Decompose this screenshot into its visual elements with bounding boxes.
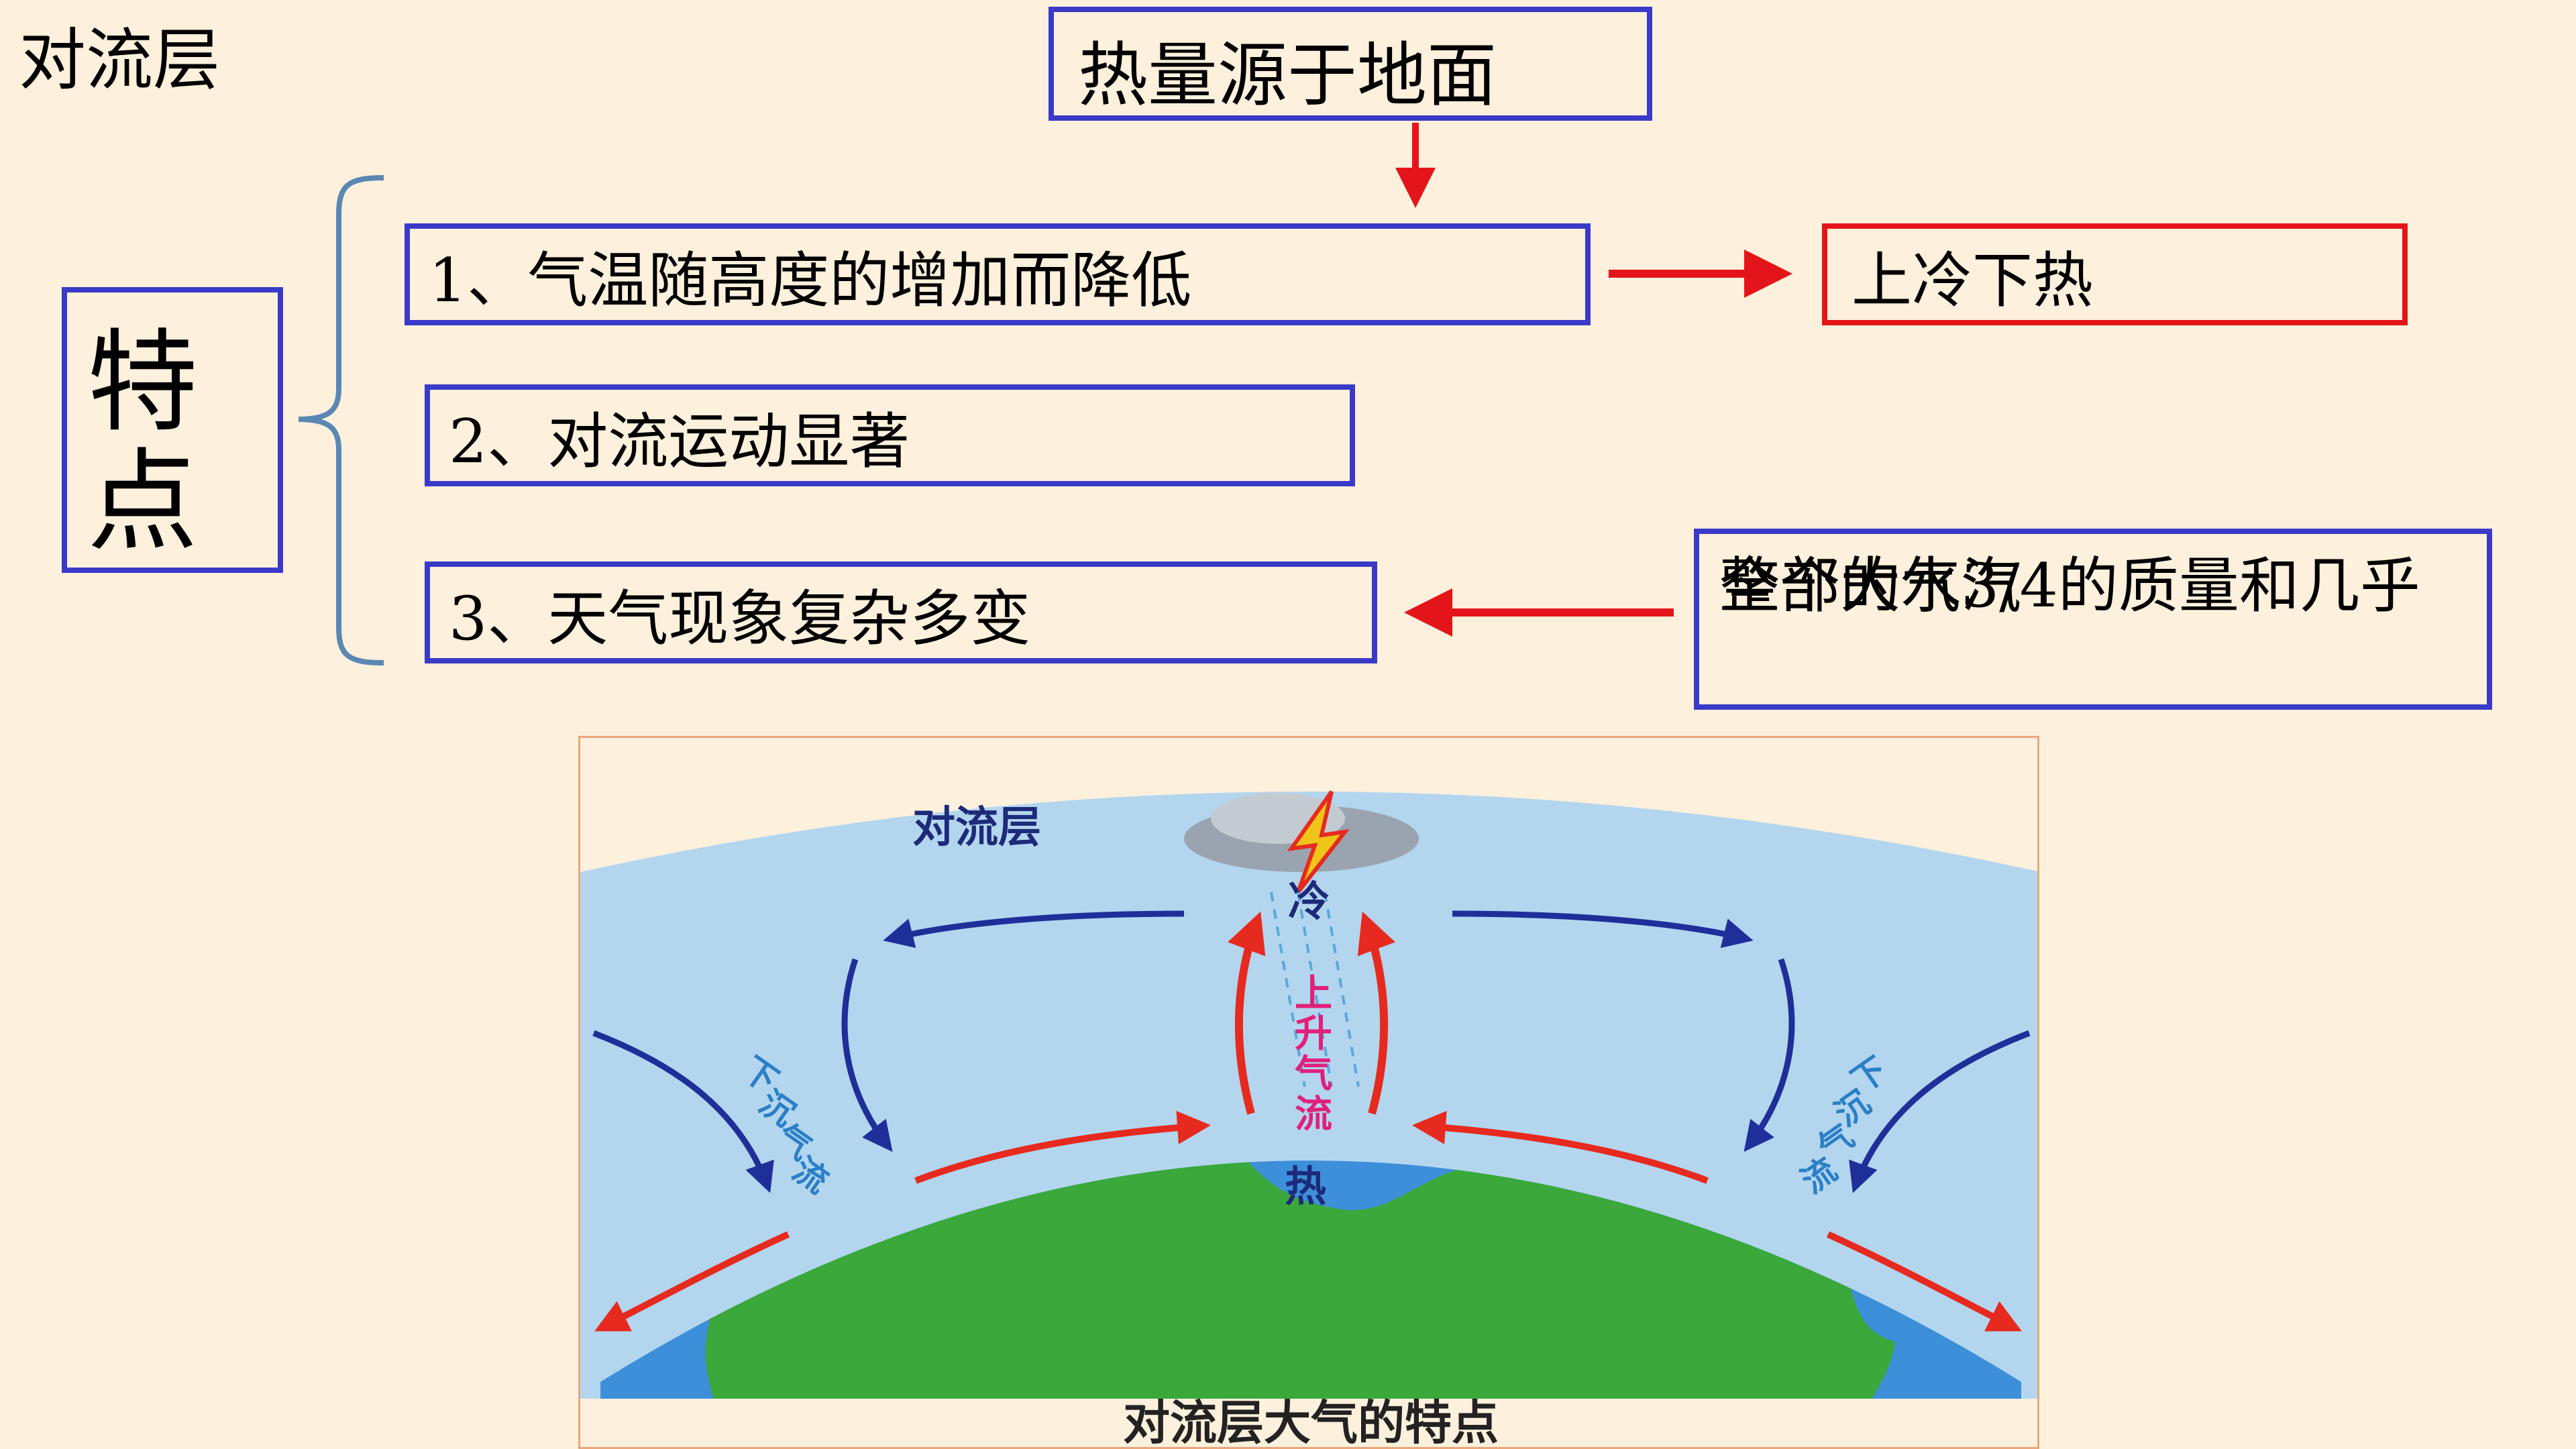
- features-label-char-2: 点: [87, 437, 198, 566]
- hot-label: 热: [1285, 1162, 1326, 1211]
- mass-text-line-1: 整个大气3/4的质量和几乎: [1719, 551, 2420, 621]
- surface-outflow-left: [594, 1231, 790, 1332]
- downdraft-arrow-right-inner: [1743, 958, 1795, 1152]
- page-title: 对流层: [19, 21, 220, 99]
- heat-source-box: 热量源于地面: [1049, 7, 1652, 121]
- diagram-canvas: 对流层 冷 热 上 升 气 流 下 沉 气 流 下 沉 气 流 对流层大气的特点: [580, 738, 2037, 1449]
- updraft-char-4: 流: [1295, 1093, 1332, 1136]
- characteristic-text-1: 1、气温随高度的增加而降低: [429, 246, 1192, 316]
- characteristic-box-3: 3、天气现象复杂多变: [425, 561, 1377, 663]
- downdraft-arrow-left-outer: [592, 1030, 774, 1193]
- heat-source-text: 热量源于地面: [1078, 34, 1497, 116]
- updraft-arrow-right: [1357, 911, 1395, 1115]
- features-bracket: [298, 175, 384, 665]
- surface-inflow-left: [914, 1110, 1211, 1184]
- result-box: 上冷下热: [1822, 223, 2408, 325]
- caption-band: [580, 1399, 2037, 1447]
- downdraft-arrow-right-outer: [1849, 1030, 2031, 1193]
- updraft-arrow-left: [1228, 911, 1266, 1115]
- mass-box: 整个大气3/4的质量和几乎 全部的水汽: [1694, 529, 2492, 710]
- outflow-arrow-left: [883, 910, 1185, 949]
- cold-label: 冷: [1288, 877, 1330, 926]
- features-label-char-1: 特: [87, 318, 198, 447]
- downdraft-arrow-left-inner: [841, 958, 893, 1152]
- updraft-char-2: 升: [1295, 1012, 1332, 1056]
- updraft-char-3: 气: [1295, 1053, 1332, 1096]
- result-text: 上冷下热: [1851, 246, 2093, 316]
- characteristic-box-2: 2、对流运动显著: [425, 384, 1355, 486]
- surface-inflow-right: [1412, 1110, 1709, 1184]
- diagram-caption: 对流层大气的特点: [1123, 1395, 1499, 1449]
- characteristic-box-1: 1、气温随高度的增加而降低: [405, 223, 1591, 325]
- troposphere-diagram: 对流层 冷 热 上 升 气 流 下 沉 气 流 下 沉 气 流 对流层大气的特点: [578, 736, 2039, 1449]
- rain-streaks: [1270, 892, 1360, 1087]
- mass-text-line-2: 全部的水汽: [1719, 551, 2021, 621]
- features-label-box: 特 点: [62, 287, 283, 573]
- characteristic-text-3: 3、天气现象复杂多变: [449, 584, 1031, 654]
- updraft-label: 上 升 气 流: [1295, 972, 1332, 1136]
- outflow-arrow-right: [1452, 910, 1754, 949]
- updraft-char-1: 上: [1295, 972, 1332, 1016]
- troposphere-label: 对流层: [912, 803, 1041, 853]
- surface-outflow-right: [1826, 1231, 2022, 1332]
- characteristic-text-2: 2、对流运动显著: [449, 407, 910, 477]
